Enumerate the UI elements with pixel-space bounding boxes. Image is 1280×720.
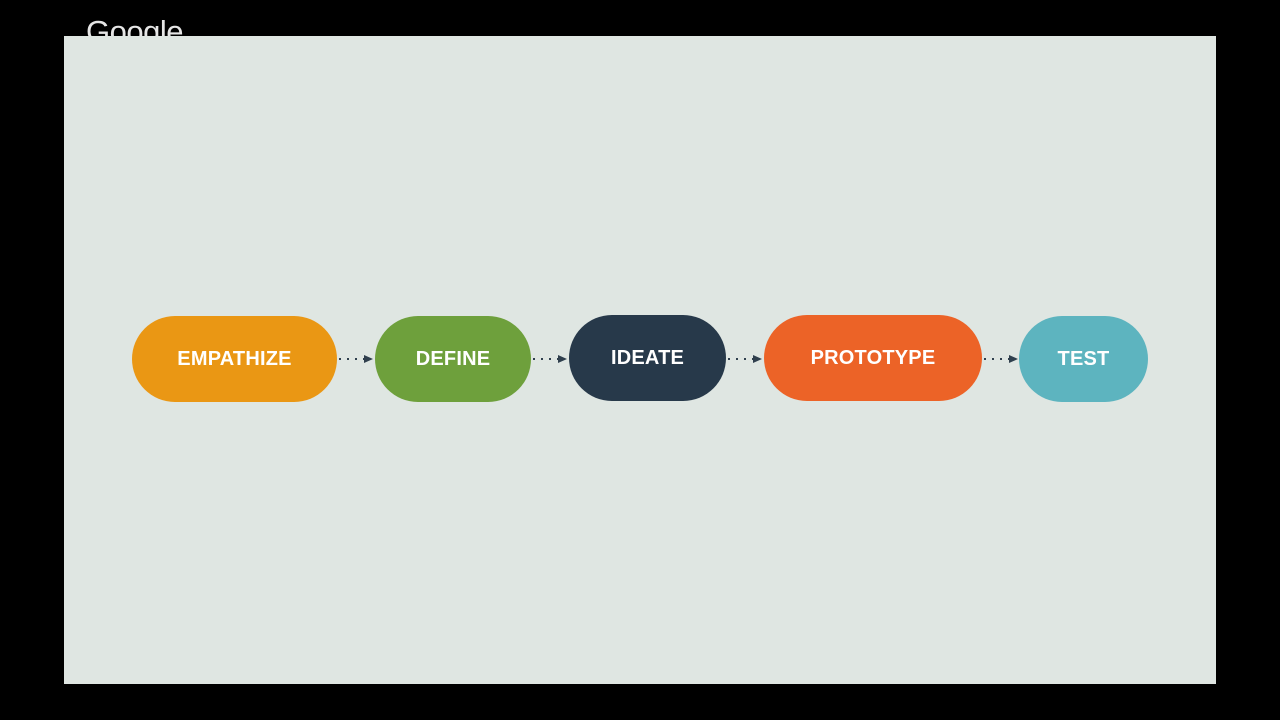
dotted-arrow-icon <box>984 355 1018 363</box>
dotted-arrow-icon <box>339 355 373 363</box>
connector-arrow-1 <box>337 354 375 364</box>
connector-arrow-2 <box>531 354 569 364</box>
dotted-arrow-icon <box>533 355 567 363</box>
connector-arrow-3 <box>726 354 764 364</box>
step-test: TEST <box>1019 316 1148 402</box>
slide-canvas: EMPATHIZE DEFINE IDEATE PROTOTYPE <box>64 36 1216 684</box>
step-prototype: PROTOTYPE <box>764 315 982 401</box>
dotted-arrow-icon <box>728 355 762 363</box>
connector-arrow-4 <box>982 354 1020 364</box>
step-define: DEFINE <box>375 316 531 402</box>
step-empathize: EMPATHIZE <box>132 316 337 402</box>
step-ideate: IDEATE <box>569 315 726 401</box>
